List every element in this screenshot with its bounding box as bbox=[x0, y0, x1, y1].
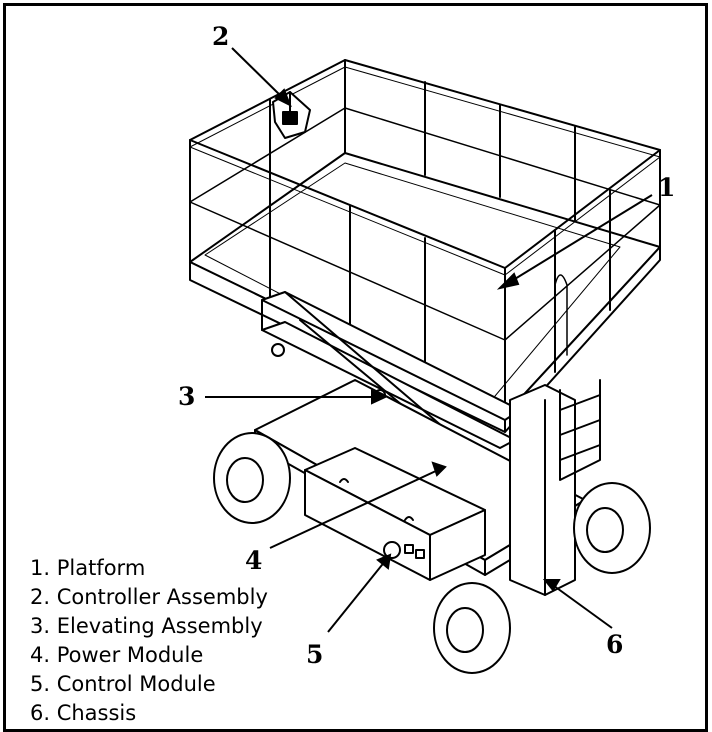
callout-3: 3 bbox=[178, 382, 196, 411]
wheel-rear-right bbox=[573, 482, 651, 574]
wheel-front-right bbox=[433, 582, 511, 674]
legend-item-control-module: 5. Control Module bbox=[30, 672, 216, 696]
callout-6: 6 bbox=[606, 630, 624, 659]
legend-item-platform: 1. Platform bbox=[30, 556, 146, 580]
wheel-front-left bbox=[213, 432, 291, 524]
callout-5: 5 bbox=[306, 640, 324, 669]
leader-line-5 bbox=[327, 559, 387, 633]
parts-legend: 1. Platform 2. Controller Assembly 3. El… bbox=[30, 554, 268, 728]
chassis-column bbox=[509, 379, 601, 596]
leader-line-2 bbox=[231, 47, 286, 101]
callout-1: 1 bbox=[658, 173, 676, 202]
leader-line-1 bbox=[504, 194, 653, 286]
leader-line-6 bbox=[549, 582, 613, 629]
legend-item-power-module: 4. Power Module bbox=[30, 643, 204, 667]
legend-item-chassis: 6. Chassis bbox=[30, 701, 137, 725]
leader-line-4 bbox=[269, 469, 439, 549]
legend-item-controller-assembly: 2. Controller Assembly bbox=[30, 585, 268, 609]
callout-4: 4 bbox=[245, 546, 263, 575]
power-module bbox=[304, 447, 486, 581]
legend-item-elevating-assembly: 3. Elevating Assembly bbox=[30, 614, 263, 638]
callout-2: 2 bbox=[212, 22, 230, 51]
controller-box bbox=[272, 91, 311, 139]
